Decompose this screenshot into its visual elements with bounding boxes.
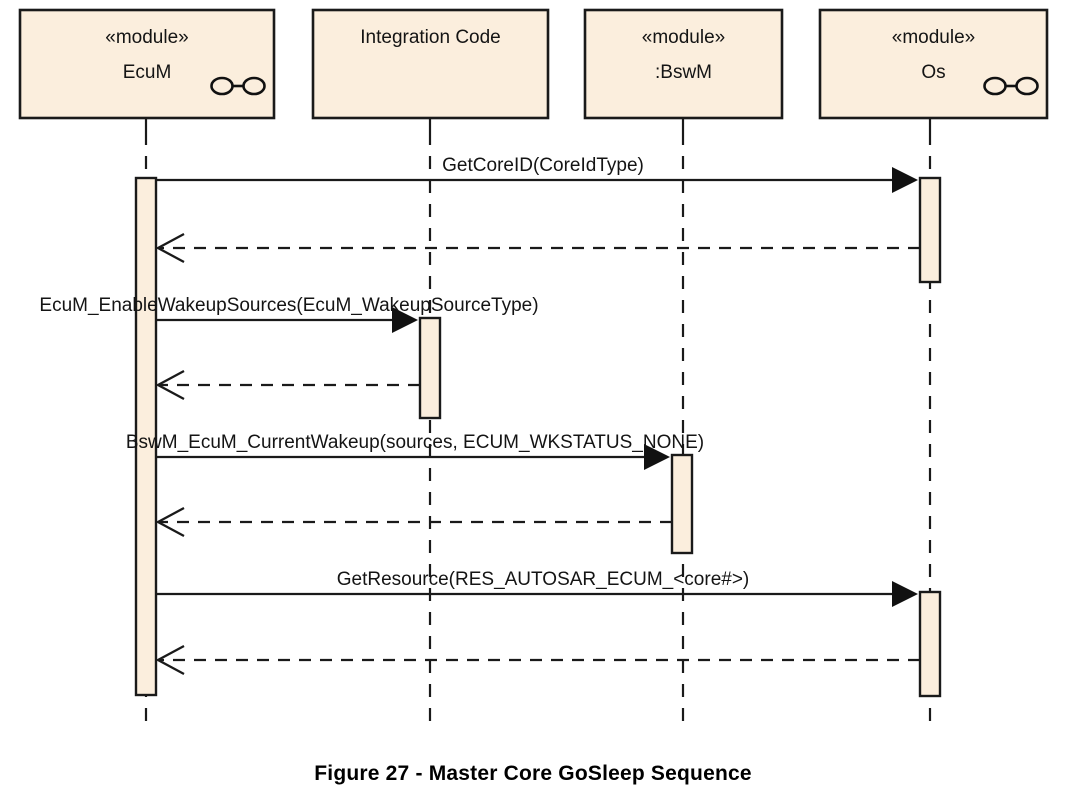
participant-head-ecum[interactable]: «module» EcuM	[18, 8, 276, 120]
provided-interface-icon-os	[983, 76, 1039, 96]
activation-bar-bswm-4	[670, 453, 694, 555]
message-arrowhead-4	[155, 369, 185, 401]
participant-stereotype-os: «module»	[892, 27, 975, 48]
figure-caption: Figure 27 - Master Core GoSleep Sequence	[314, 762, 752, 785]
activation-bar-integration-3	[418, 316, 442, 420]
participant-box-os[interactable]	[818, 8, 1049, 120]
message-arrowhead-1	[892, 167, 918, 193]
participant-head-os[interactable]: «module» Os	[818, 8, 1049, 120]
participant-stereotype-bswm: «module»	[642, 27, 725, 48]
lifelines-layer	[144, 118, 932, 722]
participant-name-os: Os	[921, 62, 945, 83]
message-label-1: GetCoreID(CoreIdType)	[442, 155, 644, 176]
participant-head-bswm[interactable]: «module» :BswM	[583, 8, 784, 120]
message-arrowhead-7	[892, 581, 918, 607]
provided-interface-icon-ecum	[210, 76, 266, 96]
message-4-return	[155, 369, 420, 401]
participant-name-integration: Integration Code	[360, 27, 501, 48]
message-label-5: BswM_EcuM_CurrentWakeup(sources, ECUM_WK…	[126, 432, 704, 453]
message-7-call: GetResource(RES_AUTOSAR_ECUM_<core#>)	[156, 569, 918, 607]
participant-box-ecum[interactable]	[18, 8, 276, 120]
message-arrowhead-6	[155, 506, 185, 538]
participant-box-integration[interactable]	[311, 8, 550, 120]
message-arrowhead-5	[644, 444, 670, 470]
message-label-3: EcuM_EnableWakeupSources(EcuM_WakeupSour…	[39, 295, 538, 316]
participant-heads-layer: «module» EcuM Integration Code «module» :Bsw…	[18, 8, 1049, 120]
participant-head-integration[interactable]: Integration Code	[311, 8, 550, 120]
activations-layer	[134, 176, 942, 698]
participant-name-bswm: :BswM	[655, 62, 712, 83]
participant-box-bswm[interactable]	[583, 8, 784, 120]
message-2-return	[155, 232, 920, 264]
message-arrowhead-2	[155, 232, 185, 264]
message-6-return	[155, 506, 672, 538]
message-8-return	[155, 644, 920, 676]
message-5-call: BswM_EcuM_CurrentWakeup(sources, ECUM_WK…	[126, 432, 704, 470]
participant-stereotype-ecum: «module»	[105, 27, 188, 48]
participant-name-ecum: EcuM	[123, 62, 172, 83]
activation-bar-os-5	[918, 590, 942, 698]
activation-bar-os-2	[918, 176, 942, 284]
message-arrowhead-8	[155, 644, 185, 676]
interface-icon-right-ellipse	[1015, 76, 1039, 96]
message-1-call: GetCoreID(CoreIdType)	[156, 155, 918, 193]
message-label-7: GetResource(RES_AUTOSAR_ECUM_<core#>)	[337, 569, 750, 590]
activation-bar-ecum-1	[134, 176, 158, 697]
message-3-call: EcuM_EnableWakeupSources(EcuM_WakeupSour…	[39, 295, 539, 333]
interface-icon-right-ellipse	[242, 76, 266, 96]
messages-layer: GetCoreID(CoreIdType) EcuM_EnableWakeupSo…	[39, 155, 920, 676]
message-arrowhead-3	[392, 307, 418, 333]
